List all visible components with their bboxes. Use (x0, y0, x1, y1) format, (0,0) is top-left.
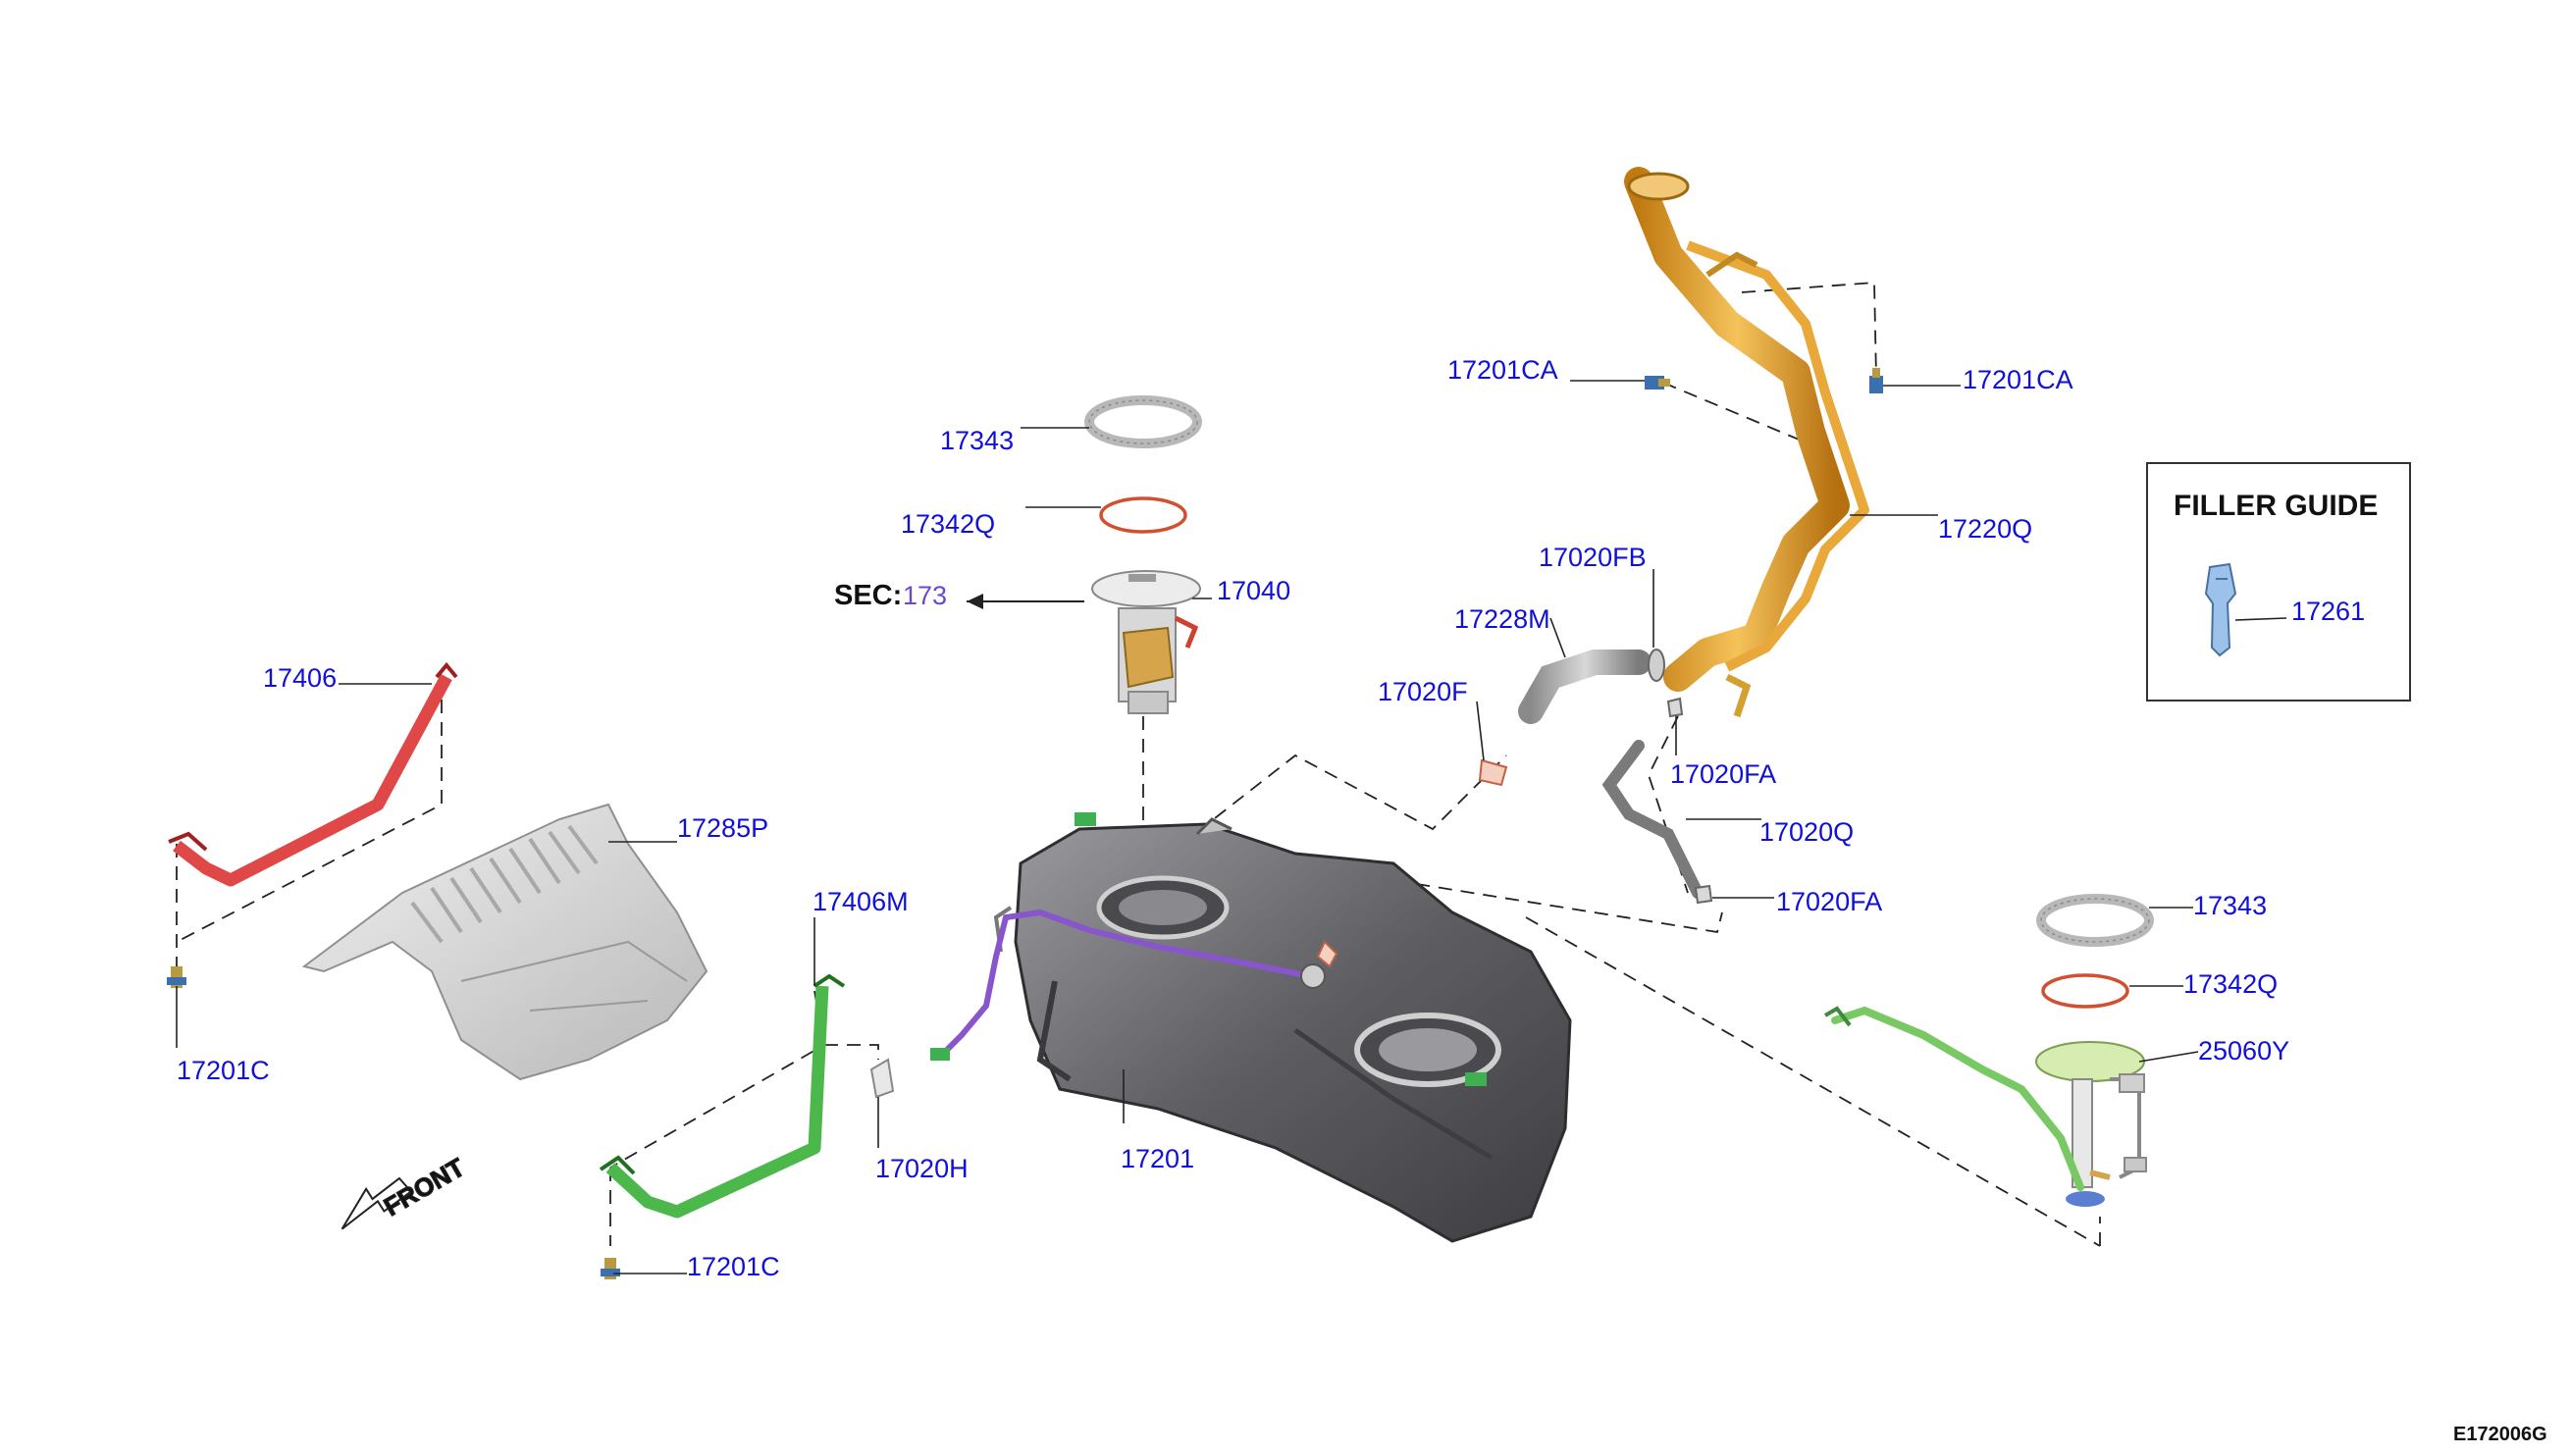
part-17020q: 17020Q (1759, 817, 1854, 847)
part-17343-right: 17343 (2193, 891, 2267, 920)
part-17285p: 17285P (677, 813, 768, 843)
part-17406: 17406 (263, 663, 337, 693)
fuel-level-sender (2035, 1041, 2147, 1207)
part-25060y: 25060Y (2198, 1036, 2289, 1066)
bolt-icon (1869, 368, 1883, 393)
lock-ring-17343-top (1084, 395, 1202, 448)
fuel-tank-strap-center (599, 973, 846, 1219)
front-direction-arrow: FRONT (341, 1152, 470, 1230)
part-labels: 17343 17342Q 17040 17406 17285P 17201C 1… (177, 355, 2289, 1281)
part-17342q-top: 17342Q (901, 509, 995, 539)
part-17201c-bottom: 17201C (687, 1252, 780, 1281)
part-17201ca-left: 17201CA (1447, 355, 1558, 385)
part-17343-top: 17343 (940, 426, 1014, 455)
part-17342q-right: 17342Q (2183, 969, 2278, 999)
clip-17020h (869, 1058, 895, 1099)
part-17020f: 17020F (1378, 677, 1468, 706)
o-ring-17342q-top (1099, 496, 1187, 534)
filler-guide-title: FILLER GUIDE (2174, 490, 2378, 522)
vent-hose-17020q (1601, 740, 1704, 899)
sec-reference: SEC: 173 (834, 580, 947, 611)
fuel-filler-pipe (1624, 167, 1869, 718)
filler-guide-part (2204, 562, 2237, 657)
front-label: FRONT (379, 1152, 470, 1222)
o-ring-17342q-right (2041, 973, 2129, 1009)
label-leaders (176, 380, 2199, 1274)
filler-hose-17228m (1518, 650, 1652, 724)
part-17020h: 17020H (875, 1154, 969, 1183)
part-17261: 17261 (2291, 597, 2365, 626)
part-17020fb: 17020FB (1539, 543, 1647, 572)
bolt-icon (1645, 376, 1670, 390)
hose-clamp-17020f (1478, 758, 1508, 787)
fuel-tank-strap-left (168, 661, 458, 887)
fuel-pump-module (1091, 570, 1201, 714)
part-17201: 17201 (1121, 1144, 1194, 1173)
fuel-tank (993, 812, 1572, 1243)
hose-clamp-17020fb (1648, 649, 1665, 682)
sec-ref: 173 (903, 581, 947, 610)
bolt-icon (167, 966, 186, 988)
wire-harness (930, 909, 1338, 1061)
hose-clamp-17020fa (1694, 884, 1713, 905)
part-17220q: 17220Q (1938, 514, 2032, 544)
part-17406m: 17406M (813, 887, 909, 916)
transfer-tube (1823, 1006, 2084, 1191)
part-17201ca-right: 17201CA (1963, 365, 2073, 394)
lock-ring-17343-right (2036, 894, 2154, 947)
part-17228m: 17228M (1454, 604, 1550, 634)
sec-reference-arrow (967, 594, 1084, 609)
part-17020fa-mid: 17020FA (1670, 759, 1776, 789)
heat-shield (301, 803, 708, 1081)
part-17040: 17040 (1217, 576, 1290, 605)
part-17201c-left: 17201C (177, 1056, 270, 1085)
sec-prefix: SEC: (834, 580, 902, 611)
bolt-icon (601, 1258, 620, 1279)
filler-guide-box: FILLER GUIDE 17261 (2146, 462, 2411, 702)
diagram-code: E172006G (2453, 1424, 2547, 1445)
part-17020fa-low: 17020FA (1776, 887, 1882, 916)
hose-clamp-17020fa (1666, 697, 1684, 718)
